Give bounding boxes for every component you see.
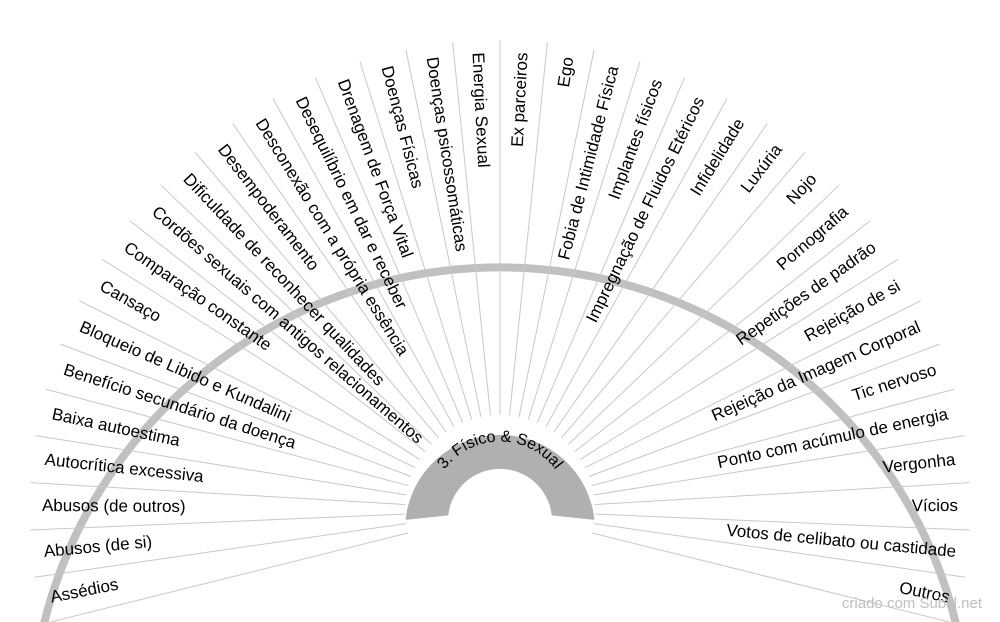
spoke-line — [568, 184, 840, 445]
spoke-line — [45, 388, 409, 487]
spoke-line — [30, 482, 406, 505]
spoke-line — [78, 300, 416, 469]
segment-label: Vergonha — [882, 450, 957, 477]
center-hub — [405, 434, 595, 520]
spoke-line — [34, 523, 407, 578]
credit-text: criado com Subtil.net — [841, 595, 982, 612]
spoke-line — [592, 532, 952, 622]
spoke-line — [591, 388, 955, 487]
segment-label: Tic nervoso — [850, 360, 939, 405]
segment-label: Vícios — [912, 496, 958, 515]
spoke-line — [593, 523, 966, 578]
spoke-line — [553, 123, 768, 433]
segment-label: Nojo — [783, 170, 821, 208]
spoke-line — [48, 532, 408, 622]
spoke-line — [594, 513, 970, 531]
spoke-line — [588, 343, 940, 477]
spoke-line — [545, 98, 728, 428]
spoke-line — [561, 151, 806, 439]
spoke-line — [194, 151, 439, 439]
spoke-line — [315, 77, 464, 423]
spoke-line — [35, 435, 407, 496]
spoke-line — [359, 61, 473, 420]
spoke-line — [594, 482, 970, 505]
spoke-line — [405, 49, 482, 418]
spoke-line — [272, 98, 455, 428]
spokes — [30, 40, 970, 622]
segment-label: Cansaço — [97, 276, 165, 325]
spoke-line — [160, 184, 432, 445]
spoke-line — [518, 49, 595, 418]
segment-label: Luxúria — [737, 140, 786, 196]
segment-label: Fobia de Intimidade Física — [554, 63, 622, 261]
spoke-line — [452, 42, 491, 416]
spoke-line — [60, 343, 412, 477]
segment-label: Ego — [554, 56, 577, 89]
segment-label: Energia Sexual — [468, 52, 493, 168]
spoke-line — [536, 77, 685, 423]
segment-label: Abusos (de si) — [43, 532, 153, 561]
segment-label: Abusos (de outros) — [42, 496, 186, 516]
spoke-line — [509, 42, 548, 416]
spoke-line — [232, 123, 447, 433]
spoke-line — [580, 258, 898, 460]
spoke-line — [527, 61, 641, 420]
spoke-line — [584, 300, 922, 469]
spoke-line — [129, 220, 426, 452]
segment-label: Ex parceiros — [508, 52, 532, 147]
spoke-line — [574, 220, 871, 452]
spoke-line — [30, 513, 406, 531]
spoke-line — [102, 258, 420, 460]
spoke-line — [593, 435, 965, 496]
